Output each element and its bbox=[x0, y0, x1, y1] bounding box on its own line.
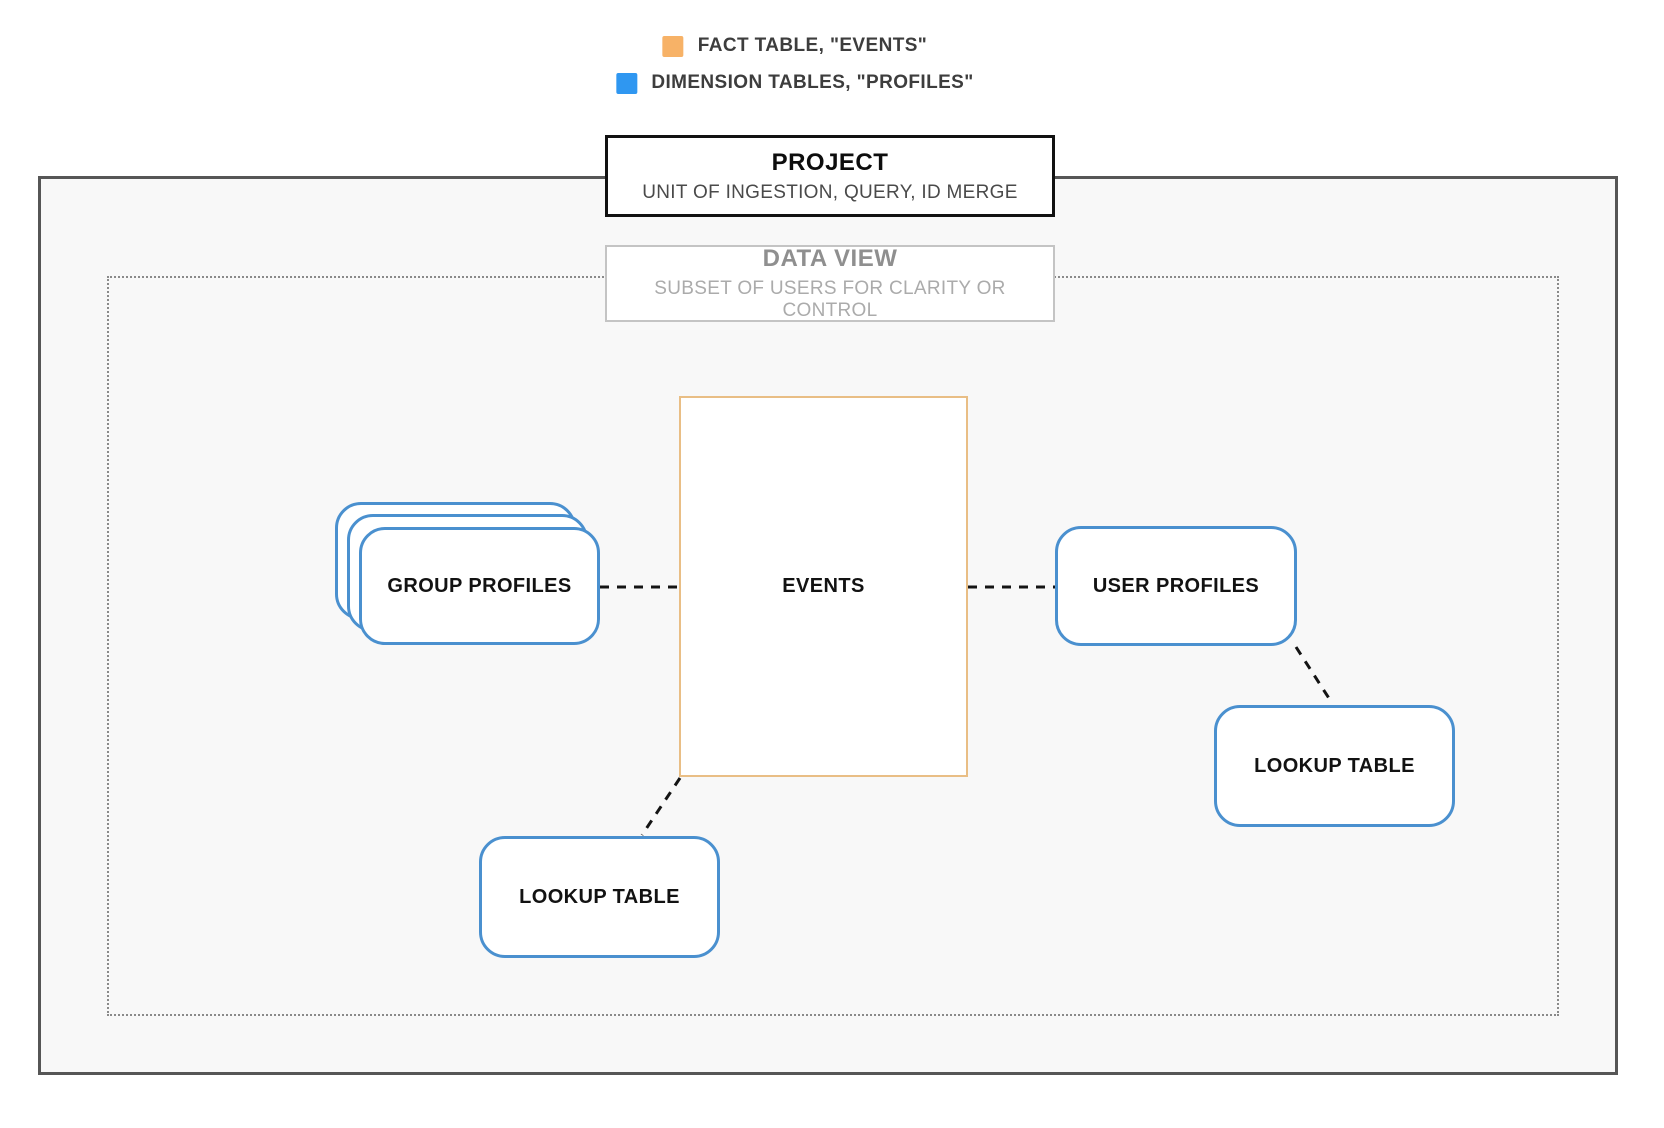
project-header-box: PROJECT UNIT OF INGESTION, QUERY, ID MER… bbox=[605, 135, 1055, 217]
legend: FACT TABLE, "EVENTS" DIMENSION TABLES, "… bbox=[616, 35, 973, 94]
legend-label-fact-table: FACT TABLE, "EVENTS" bbox=[697, 35, 928, 56]
project-subtitle: UNIT OF INGESTION, QUERY, ID MERGE bbox=[642, 181, 1018, 203]
node-lookup-table-bottom: LOOKUP TABLE bbox=[479, 836, 720, 958]
group-profiles-card-front: GROUP PROFILES bbox=[359, 527, 600, 645]
lookup-table-right-label: LOOKUP TABLE bbox=[1254, 754, 1415, 777]
legend-item-dimension-tables: DIMENSION TABLES, "PROFILES" bbox=[616, 72, 973, 94]
data-view-header-box: DATA VIEW SUBSET OF USERS FOR CLARITY OR… bbox=[605, 245, 1055, 322]
connector-user-profiles-lookup-table bbox=[1294, 646, 1334, 704]
dimension-tables-color-swatch bbox=[616, 72, 638, 94]
fact-table-color-swatch bbox=[662, 35, 684, 57]
group-profiles-label: GROUP PROFILES bbox=[387, 574, 572, 597]
project-title: PROJECT bbox=[771, 148, 889, 176]
node-user-profiles: USER PROFILES bbox=[1055, 526, 1297, 646]
connector-events-lookup-table bbox=[640, 777, 682, 836]
lookup-table-bottom-label: LOOKUP TABLE bbox=[519, 885, 680, 908]
node-group-profiles: GROUP PROFILES bbox=[335, 502, 601, 646]
data-view-title: DATA VIEW bbox=[762, 245, 898, 272]
node-events: EVENTS bbox=[679, 396, 968, 777]
data-view-subtitle: SUBSET OF USERS FOR CLARITY OR CONTROL bbox=[654, 278, 1006, 321]
node-lookup-table-right: LOOKUP TABLE bbox=[1214, 705, 1455, 827]
events-label: EVENTS bbox=[782, 575, 865, 597]
user-profiles-label: USER PROFILES bbox=[1092, 574, 1260, 597]
legend-label-dimension-tables: DIMENSION TABLES, "PROFILES" bbox=[651, 72, 974, 93]
legend-item-fact-table: FACT TABLE, "EVENTS" bbox=[662, 35, 928, 57]
